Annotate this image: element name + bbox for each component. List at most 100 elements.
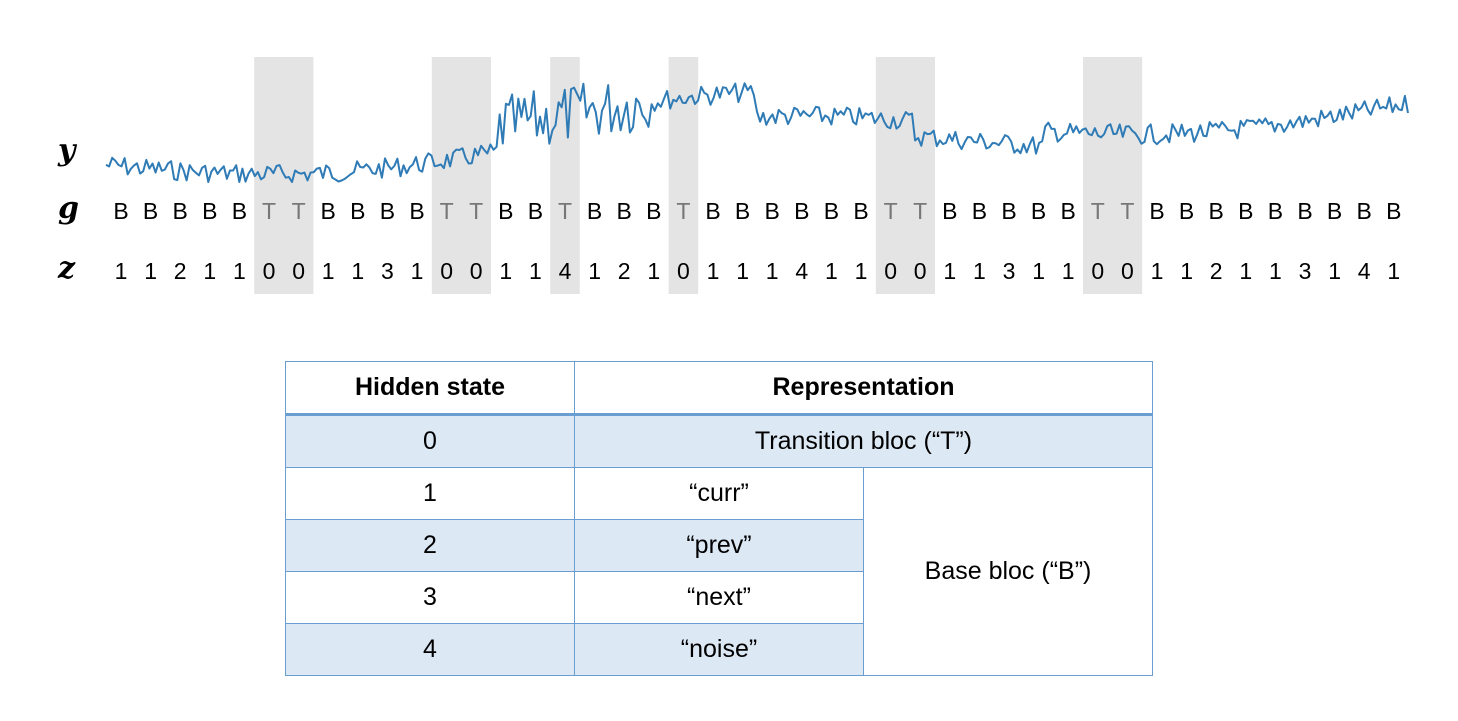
z-symbol: 3 [1003, 258, 1016, 284]
z-symbol: 1 [855, 258, 868, 284]
representation-cell: “noise” [574, 623, 864, 676]
header-hidden-state: Hidden state [285, 361, 575, 416]
g-symbol: B [972, 198, 987, 224]
g-symbol: T [262, 198, 276, 224]
z-symbol: 1 [144, 258, 157, 284]
g-symbol: B [1238, 198, 1253, 224]
g-symbol: B [1386, 198, 1401, 224]
g-symbol: B [617, 198, 632, 224]
z-symbol: 1 [115, 258, 128, 284]
z-symbol: 0 [292, 258, 305, 284]
state-cell: 3 [285, 571, 575, 624]
g-symbol: B [794, 198, 809, 224]
z-symbol: 1 [736, 258, 749, 284]
g-symbol: B [1061, 198, 1076, 224]
transition-band [1083, 57, 1143, 294]
table-row: 4 “noise” [285, 623, 1153, 676]
row-label-g: g [58, 191, 79, 226]
g-symbol: T [1091, 198, 1105, 224]
g-symbol: B [1209, 198, 1224, 224]
table-row: 2 “prev” [285, 519, 1153, 572]
hidden-state-table: Hidden state Representation 0 Transition… [285, 361, 1153, 676]
g-symbol: B [646, 198, 661, 224]
g-symbol: B [942, 198, 957, 224]
g-symbol: B [202, 198, 217, 224]
state-cell: 4 [285, 623, 575, 676]
representation-cell: Transition bloc (“T”) [574, 414, 1153, 468]
signal-line [105, 82, 1409, 183]
z-symbol: 3 [1299, 258, 1312, 284]
z-symbol: 1 [766, 258, 779, 284]
z-symbol: 1 [973, 258, 986, 284]
z-symbol: 1 [351, 258, 364, 284]
g-symbol: T [884, 198, 898, 224]
g-symbol: T [913, 198, 927, 224]
g-symbol: B [409, 198, 424, 224]
g-symbol: B [1297, 198, 1312, 224]
g-symbol: B [1327, 198, 1342, 224]
z-symbol: 1 [707, 258, 720, 284]
transition-band [431, 57, 491, 294]
g-symbol: B [528, 198, 543, 224]
g-symbol: B [587, 198, 602, 224]
z-symbol: 1 [1387, 258, 1400, 284]
z-symbol: 1 [1062, 258, 1075, 284]
table-row: 1 “curr” Base bloc (“B”) [285, 467, 1153, 676]
g-symbol: B [113, 198, 128, 224]
z-symbol: 0 [263, 258, 276, 284]
representation-cell: “next” [574, 571, 864, 624]
g-symbol: B [853, 198, 868, 224]
table-row: 0 Transition bloc (“T”) [285, 414, 1153, 468]
z-symbol: 2 [618, 258, 631, 284]
g-symbol: B [350, 198, 365, 224]
z-symbol: 1 [1239, 258, 1252, 284]
z-symbol: 0 [677, 258, 690, 284]
z-symbol: 1 [1328, 258, 1341, 284]
g-symbol: B [824, 198, 839, 224]
state-cell: 2 [285, 519, 575, 572]
z-symbol: 1 [529, 258, 542, 284]
z-symbol: 0 [1121, 258, 1134, 284]
z-symbol: 4 [795, 258, 808, 284]
g-symbol: B [1001, 198, 1016, 224]
g-symbol: B [1031, 198, 1046, 224]
g-symbol: B [498, 198, 513, 224]
g-symbol: B [735, 198, 750, 224]
z-symbol: 0 [440, 258, 453, 284]
z-symbol: 1 [499, 258, 512, 284]
g-symbol: B [705, 198, 720, 224]
row-label-y: y [57, 133, 78, 168]
g-symbol: B [173, 198, 188, 224]
z-symbol: 1 [1180, 258, 1193, 284]
z-symbol: 1 [825, 258, 838, 284]
g-symbol: T [676, 198, 690, 224]
g-symbol: B [380, 198, 395, 224]
g-symbol: B [143, 198, 158, 224]
z-symbol: 1 [233, 258, 246, 284]
header-representation: Representation [574, 361, 1153, 416]
z-symbol: 0 [914, 258, 927, 284]
z-symbol: 0 [470, 258, 483, 284]
g-symbol: B [1268, 198, 1283, 224]
z-symbol: 4 [559, 258, 572, 284]
g-symbol: T [1120, 198, 1134, 224]
z-symbol: 3 [381, 258, 394, 284]
z-symbol: 1 [1269, 258, 1282, 284]
g-symbol: B [765, 198, 780, 224]
g-symbol: B [1149, 198, 1164, 224]
z-symbol: 1 [322, 258, 335, 284]
state-cell: 0 [285, 414, 575, 468]
z-symbol: 1 [203, 258, 216, 284]
z-symbol: 1 [1032, 258, 1045, 284]
g-symbol: T [558, 198, 572, 224]
transition-band [875, 57, 935, 294]
z-symbol: 1 [1151, 258, 1164, 284]
g-symbol: T [292, 198, 306, 224]
z-symbol: 1 [411, 258, 424, 284]
z-symbol: 4 [1358, 258, 1371, 284]
g-symbol: T [440, 198, 454, 224]
g-symbol: T [469, 198, 483, 224]
